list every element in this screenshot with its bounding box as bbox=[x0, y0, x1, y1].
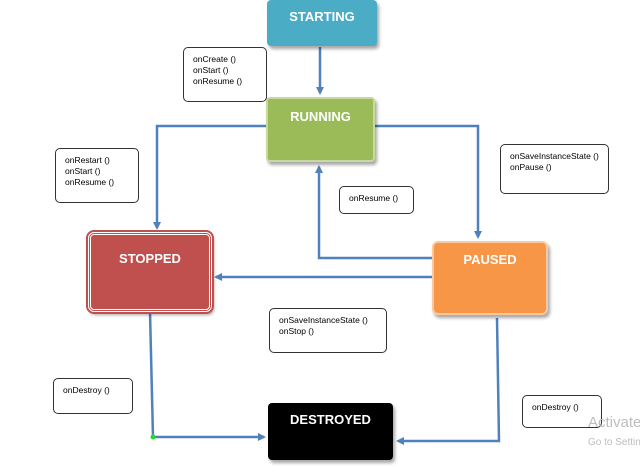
note-line: onResume () bbox=[349, 193, 399, 203]
state-stopped-label: STOPPED bbox=[119, 251, 181, 266]
state-destroyed-label: DESTROYED bbox=[290, 412, 371, 427]
note-line: onSaveInstanceState () bbox=[510, 151, 599, 161]
note-line: onCreate () bbox=[193, 54, 236, 64]
arrow-running-to-paused bbox=[375, 124, 482, 239]
arrow-paused-to-destroyed bbox=[396, 317, 501, 445]
note-line: onResume () bbox=[193, 76, 243, 86]
state-stopped: STOPPED bbox=[86, 230, 214, 314]
note-line: onSaveInstanceState () bbox=[279, 315, 368, 325]
arrow-paused-to-running bbox=[315, 165, 432, 260]
connector-dot bbox=[150, 434, 156, 440]
note-line: onResume () bbox=[65, 177, 115, 187]
activation-watermark: Activate Windows Go to Settings to activ… bbox=[588, 414, 640, 466]
note-line: onStop () bbox=[279, 326, 314, 336]
note-line: onDestroy () bbox=[532, 402, 579, 412]
arrow-stopped-to-destroyed bbox=[148, 311, 266, 441]
note-line: onStart () bbox=[193, 65, 229, 75]
watermark-title: Activate Windows bbox=[588, 414, 640, 431]
note-line: onStart () bbox=[65, 166, 101, 176]
state-running: RUNNING bbox=[266, 97, 375, 162]
state-starting-label: STARTING bbox=[289, 9, 355, 24]
note-line: onPause () bbox=[510, 162, 552, 172]
state-paused: PAUSED bbox=[432, 241, 548, 315]
note-stopped-to-destroyed: onDestroy () bbox=[53, 378, 133, 414]
state-destroyed: DESTROYED bbox=[268, 403, 393, 460]
note-starting-to-running: onCreate () onStart () onResume () bbox=[183, 47, 267, 102]
note-line: onRestart () bbox=[65, 155, 110, 165]
note-stopped-to-running: onRestart () onStart () onResume () bbox=[55, 148, 139, 203]
watermark-subtitle: Go to Settings to activate Windows. bbox=[588, 437, 640, 448]
note-paused-to-destroyed: onDestroy () bbox=[522, 395, 602, 428]
state-starting: STARTING bbox=[267, 0, 377, 46]
state-running-label: RUNNING bbox=[290, 109, 351, 124]
arrow-running-to-stopped bbox=[153, 124, 266, 230]
state-paused-label: PAUSED bbox=[463, 252, 517, 267]
note-line: onDestroy () bbox=[63, 385, 110, 395]
note-running-to-paused: onSaveInstanceState () onPause () bbox=[500, 144, 609, 194]
note-paused-to-running: onResume () bbox=[339, 186, 414, 214]
note-paused-to-stopped: onSaveInstanceState () onStop () bbox=[269, 308, 387, 353]
